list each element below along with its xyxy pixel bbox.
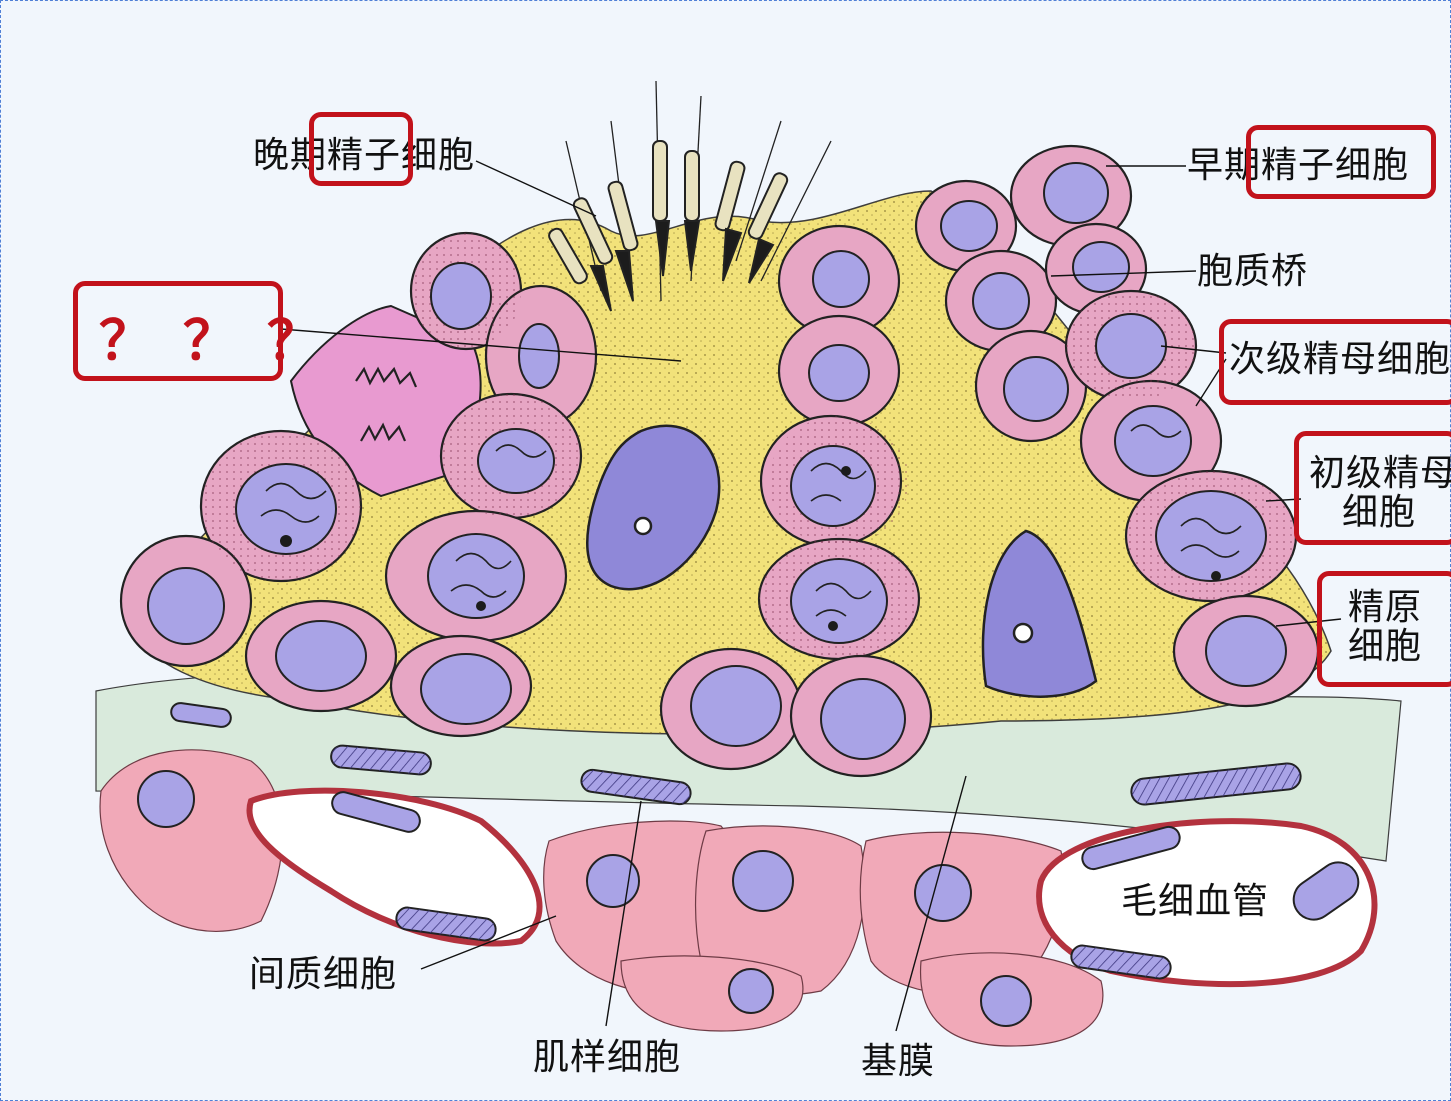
label-capillary: 毛细血管 [1121, 883, 1269, 922]
highlight-spermatogonium [1317, 571, 1451, 687]
question-marks: ？？？ [99, 296, 351, 375]
label-interstitial-cell: 间质细胞 [249, 956, 397, 995]
highlight-secondary-spermatocyte [1219, 319, 1451, 405]
label-myoid-cell: 肌样细胞 [533, 1039, 681, 1078]
highlight-early-spermatid [1246, 125, 1436, 199]
highlight-primary-spermatocyte [1294, 431, 1451, 545]
label-basement-membrane: 基膜 [861, 1043, 935, 1082]
label-cytoplasmic-bridge: 胞质桥 [1197, 253, 1308, 292]
highlight-late-spermatid [309, 112, 413, 186]
